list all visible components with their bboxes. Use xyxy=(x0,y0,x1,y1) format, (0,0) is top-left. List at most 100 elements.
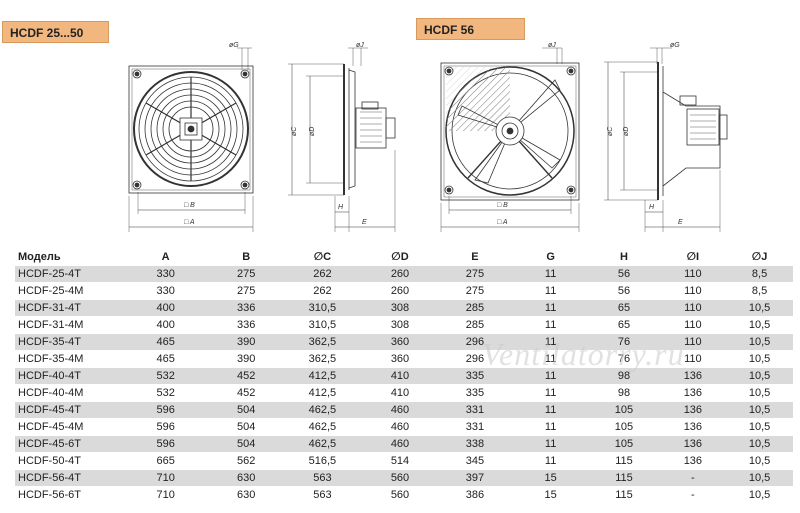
value-cell: 11 xyxy=(512,299,589,317)
value-cell: 136 xyxy=(659,435,727,453)
value-cell: 11 xyxy=(512,452,589,470)
technical-drawing: øG □ B □ A øJ øC øD H E øJ □ B □ A øG øC… xyxy=(128,42,728,232)
value-cell: 10,5 xyxy=(726,452,793,470)
value-cell: 275 xyxy=(210,282,282,300)
value-cell: 345 xyxy=(437,452,513,470)
value-cell: 563 xyxy=(281,486,363,503)
value-cell: 504 xyxy=(210,401,282,419)
value-cell: - xyxy=(659,486,727,503)
value-cell: 331 xyxy=(437,418,513,436)
value-cell: 560 xyxy=(362,469,437,487)
value-cell: 11 xyxy=(512,350,589,368)
value-cell: 76 xyxy=(588,350,660,368)
value-cell: 630 xyxy=(210,486,282,503)
value-cell: 11 xyxy=(512,316,589,334)
value-cell: 410 xyxy=(362,384,437,402)
value-cell: 8,5 xyxy=(726,282,793,300)
value-cell: 105 xyxy=(588,418,660,436)
column-header: H xyxy=(620,250,628,263)
side-view-large xyxy=(604,47,728,232)
model-cell: HCDF-25-4T xyxy=(15,265,121,283)
value-cell: 532 xyxy=(120,384,211,402)
column-header: ∅J xyxy=(751,251,768,263)
value-cell: 260 xyxy=(362,265,437,283)
value-cell: 452 xyxy=(210,367,282,385)
value-cell: 310,5 xyxy=(281,316,363,334)
value-cell: 262 xyxy=(281,282,363,300)
value-cell: 136 xyxy=(659,384,727,402)
model-cell: HCDF-45-6T xyxy=(15,435,121,453)
value-cell: 136 xyxy=(659,452,727,470)
value-cell: 115 xyxy=(588,469,660,487)
value-cell: 98 xyxy=(588,367,660,385)
dim-label-d: øD xyxy=(309,127,316,136)
model-cell: HCDF-50-4T xyxy=(15,452,121,470)
value-cell: 296 xyxy=(437,350,513,368)
value-cell: 412,5 xyxy=(281,384,363,402)
value-cell: 11 xyxy=(512,367,589,385)
dim-label-a: □ A xyxy=(184,219,195,226)
value-cell: 504 xyxy=(210,435,282,453)
value-cell: 514 xyxy=(362,452,437,470)
value-cell: 560 xyxy=(362,486,437,503)
dim-label-b-2: □ B xyxy=(497,202,508,209)
value-cell: 462,5 xyxy=(281,401,363,419)
value-cell: 596 xyxy=(120,401,211,419)
value-cell: 105 xyxy=(588,401,660,419)
value-cell: 390 xyxy=(210,333,282,351)
value-cell: 10,5 xyxy=(726,367,793,385)
value-cell: - xyxy=(659,469,727,487)
value-cell: 310,5 xyxy=(281,299,363,317)
dim-label-e: E xyxy=(362,219,367,226)
value-cell: 630 xyxy=(210,469,282,487)
value-cell: 336 xyxy=(210,316,282,334)
dim-label-b: □ B xyxy=(184,202,195,209)
column-header: Модель xyxy=(18,250,61,263)
value-cell: 11 xyxy=(512,333,589,351)
value-cell: 563 xyxy=(281,469,363,487)
value-cell: 110 xyxy=(659,265,727,283)
model-cell: HCDF-56-6T xyxy=(15,486,121,503)
value-cell: 386 xyxy=(437,486,513,503)
value-cell: 516,5 xyxy=(281,452,363,470)
column-header: B xyxy=(242,250,251,263)
model-cell: HCDF-45-4M xyxy=(15,418,121,436)
value-cell: 10,5 xyxy=(726,299,793,317)
value-cell: 412,5 xyxy=(281,367,363,385)
value-cell: 56 xyxy=(588,265,660,283)
model-cell: HCDF-25-4M xyxy=(15,282,121,300)
value-cell: 10,5 xyxy=(726,486,793,503)
value-cell: 336 xyxy=(210,299,282,317)
side-view-small xyxy=(288,47,396,232)
value-cell: 136 xyxy=(659,418,727,436)
value-cell: 10,5 xyxy=(726,316,793,334)
value-cell: 452 xyxy=(210,384,282,402)
value-cell: 308 xyxy=(362,299,437,317)
value-cell: 338 xyxy=(437,435,513,453)
value-cell: 76 xyxy=(588,333,660,351)
value-cell: 532 xyxy=(120,367,211,385)
dim-label-h: H xyxy=(338,204,344,211)
value-cell: 110 xyxy=(659,316,727,334)
value-cell: 462,5 xyxy=(281,435,363,453)
dim-label-j-2: øJ xyxy=(548,42,556,49)
value-cell: 105 xyxy=(588,435,660,453)
model-cell: HCDF-31-4M xyxy=(15,316,121,334)
value-cell: 10,5 xyxy=(726,435,793,453)
value-cell: 11 xyxy=(512,265,589,283)
value-cell: 65 xyxy=(588,316,660,334)
value-cell: 410 xyxy=(362,367,437,385)
value-cell: 335 xyxy=(437,367,513,385)
value-cell: 10,5 xyxy=(726,418,793,436)
value-cell: 10,5 xyxy=(726,350,793,368)
